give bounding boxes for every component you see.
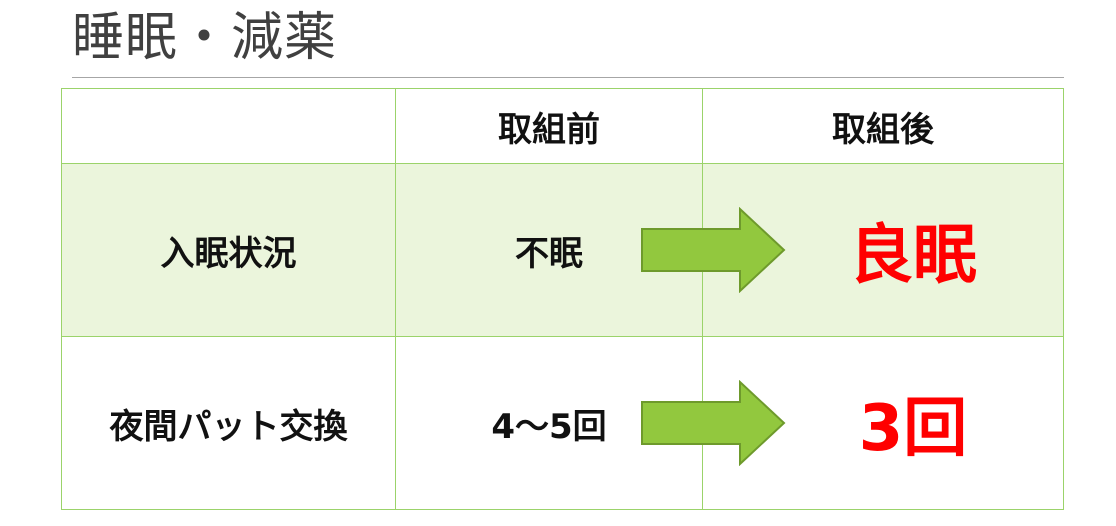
table-header-row: 取組前 取組後 <box>61 88 1064 164</box>
after-value-pad-change: 3回 <box>858 392 968 466</box>
comparison-table: 取組前 取組後 入眠状況 不眠 良眠 夜間パット交換 4〜5回 3回 <box>61 88 1064 510</box>
arrow-right-icon <box>641 380 786 466</box>
row-label-pad-change: 夜間パット交換 <box>61 336 396 510</box>
header-before: 取組前 <box>395 88 703 164</box>
table-row-pad-change: 夜間パット交換 4〜5回 3回 <box>61 336 1064 510</box>
table-row-sleep: 入眠状況 不眠 良眠 <box>61 163 1064 337</box>
after-cell-sleep: 良眠 <box>641 163 1064 337</box>
row-label-sleep: 入眠状況 <box>61 163 396 337</box>
title-divider <box>72 77 1064 78</box>
after-cell-pad-change: 3回 <box>641 336 1064 510</box>
after-value-sleep: 良眠 <box>849 219 977 293</box>
arrow-right-icon <box>641 207 786 293</box>
header-corner-cell <box>61 88 396 164</box>
slide-title: 睡眠・減薬 <box>72 8 338 68</box>
header-after: 取組後 <box>702 88 1064 164</box>
